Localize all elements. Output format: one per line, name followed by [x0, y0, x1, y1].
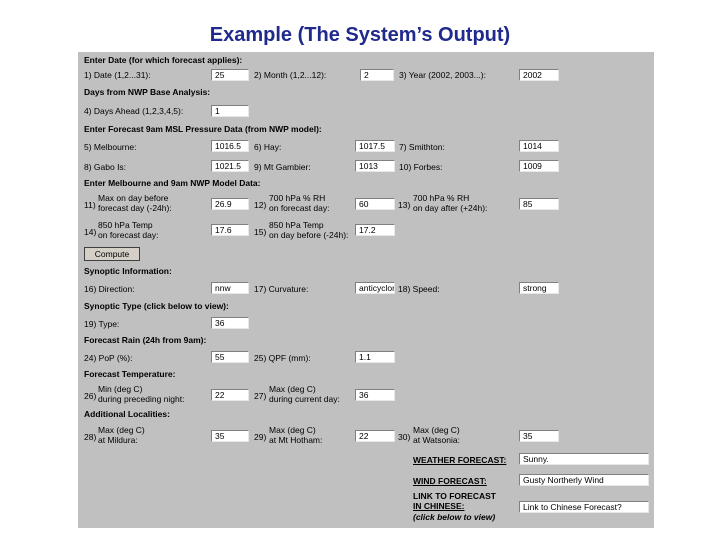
heading-additional: Additional Localities:: [84, 409, 170, 419]
rh-after-line1: 700 hPa % RH: [413, 193, 470, 203]
date-label: 1) Date (1,2...31):: [84, 70, 151, 80]
max-prev-num: 11): [84, 200, 96, 210]
rh-forecast-input[interactable]: 60: [355, 198, 395, 210]
days-ahead-input[interactable]: 1: [211, 105, 249, 117]
heading-temp: Forecast Temperature:: [84, 369, 176, 379]
rh-after-input[interactable]: 85: [519, 198, 559, 210]
gabo-label: 8) Gabo Is:: [84, 162, 127, 172]
heading-melbourne-nwp: Enter Melbourne and 9am NWP Model Data:: [84, 178, 261, 188]
speed-label: 18) Speed:: [398, 284, 440, 294]
min-temp-line2: during preceding night:: [98, 394, 185, 404]
curvature-input[interactable]: anticyclonic: [355, 282, 395, 294]
hay-input[interactable]: 1017.5: [355, 140, 395, 152]
slide-title: Example (The System’s Output): [209, 24, 511, 46]
mildura-num: 28): [84, 432, 97, 442]
month-input[interactable]: 2: [360, 69, 394, 81]
rh-after-num: 13): [398, 200, 411, 210]
forecast-form: Enter Date (for which forecast applies):…: [78, 52, 654, 528]
direction-input[interactable]: nnw: [211, 282, 249, 294]
melbourne-label: 5) Melbourne:: [84, 142, 137, 152]
heading-synoptic-info: Synoptic Information:: [84, 266, 172, 276]
mt-hotham-num: 29): [254, 432, 267, 442]
forbes-input[interactable]: 1009: [519, 160, 559, 172]
mildura-input[interactable]: 35: [211, 430, 249, 442]
smithton-input[interactable]: 1014: [519, 140, 559, 152]
temp-before-line1: 850 hPa Temp: [269, 220, 324, 230]
month-label: 2) Month (1,2...12):: [254, 70, 327, 80]
rh-forecast-line2: on forecast day:: [269, 203, 330, 213]
chinese-forecast-link[interactable]: Link to Chinese Forecast?: [519, 501, 649, 513]
min-temp-line1: Min (deg C): [98, 384, 143, 394]
temp-forecast-line1: 850 hPa Temp: [98, 220, 153, 230]
pop-input[interactable]: 55: [211, 351, 249, 363]
mt-hotham-input[interactable]: 22: [355, 430, 395, 442]
temp-forecast-line2: on forecast day:: [98, 230, 159, 240]
speed-input[interactable]: strong: [519, 282, 559, 294]
year-input[interactable]: 2002: [519, 69, 559, 81]
temp-forecast-num: 14): [84, 227, 97, 237]
watsonia-input[interactable]: 35: [519, 430, 559, 442]
type-label: 19) Type:: [84, 319, 120, 329]
min-temp-input[interactable]: 22: [211, 389, 249, 401]
link-note: (click below to view): [413, 512, 496, 522]
link-forecast-label: LINK TO FORECAST: [413, 491, 496, 501]
weather-forecast-label: WEATHER FORECAST:: [413, 455, 507, 465]
max-prev-input[interactable]: 26.9: [211, 198, 249, 210]
rh-forecast-line1: 700 hPa % RH: [269, 193, 326, 203]
link-chinese-label: IN CHINESE:: [413, 501, 465, 511]
curvature-label: 17) Curvature:: [254, 284, 309, 294]
max-temp-input[interactable]: 36: [355, 389, 395, 401]
type-input[interactable]: 36: [211, 317, 249, 329]
max-temp-line2: during current day:: [269, 394, 340, 404]
date-input[interactable]: 25: [211, 69, 249, 81]
watsonia-num: 30): [398, 432, 411, 442]
qpf-label: 25) QPF (mm):: [254, 353, 311, 363]
rh-forecast-num: 12): [254, 200, 267, 210]
temp-forecast-input[interactable]: 17.6: [211, 224, 249, 236]
wind-forecast-output[interactable]: Gusty Northerly Wind: [519, 474, 649, 486]
max-prev-line1: Max on day before: [98, 193, 169, 203]
days-ahead-label: 4) Days Ahead (1,2,3,4,5):: [84, 106, 184, 116]
mildura-line2: at Mildura:: [98, 435, 138, 445]
max-temp-line1: Max (deg C): [269, 384, 316, 394]
temp-before-input[interactable]: 17.2: [355, 224, 395, 236]
heading-date: Enter Date (for which forecast applies):: [84, 55, 243, 65]
wind-forecast-label: WIND FORECAST:: [413, 476, 487, 486]
forbes-label: 10) Forbes:: [399, 162, 443, 172]
smithton-label: 7) Smithton:: [399, 142, 445, 152]
heading-pressure: Enter Forecast 9am MSL Pressure Data (fr…: [84, 124, 322, 134]
compute-button[interactable]: Compute: [84, 247, 140, 261]
watsonia-line1: Max (deg C): [413, 425, 460, 435]
mildura-line1: Max (deg C): [98, 425, 145, 435]
mt-hotham-line2: at Mt Hotham:: [269, 435, 323, 445]
qpf-input[interactable]: 1.1: [355, 351, 395, 363]
max-temp-num: 27): [254, 391, 267, 401]
mt-gambier-label: 9) Mt Gambier:: [254, 162, 311, 172]
melbourne-input[interactable]: 1016.5: [211, 140, 249, 152]
direction-label: 16) Direction:: [84, 284, 135, 294]
min-temp-num: 26): [84, 391, 97, 401]
rh-after-line2: on day after (+24h):: [413, 203, 488, 213]
gabo-input[interactable]: 1021.5: [211, 160, 249, 172]
mt-gambier-input[interactable]: 1013: [355, 160, 395, 172]
heading-nwp-base: Days from NWP Base Analysis:: [84, 87, 211, 97]
mt-hotham-line1: Max (deg C): [269, 425, 316, 435]
heading-synoptic-type: Synoptic Type (click below to view):: [84, 301, 229, 311]
max-prev-line2: forecast day (-24h):: [98, 203, 172, 213]
watsonia-line2: at Watsonia:: [413, 435, 460, 445]
hay-label: 6) Hay:: [254, 142, 282, 152]
temp-before-num: 15): [254, 227, 267, 237]
temp-before-line2: on day before (-24h):: [269, 230, 349, 240]
year-label: 3) Year (2002, 2003...):: [399, 70, 486, 80]
pop-label: 24) PoP (%):: [84, 353, 133, 363]
heading-rain: Forecast Rain (24h from 9am):: [84, 335, 207, 345]
weather-forecast-output[interactable]: Sunny.: [519, 453, 649, 465]
